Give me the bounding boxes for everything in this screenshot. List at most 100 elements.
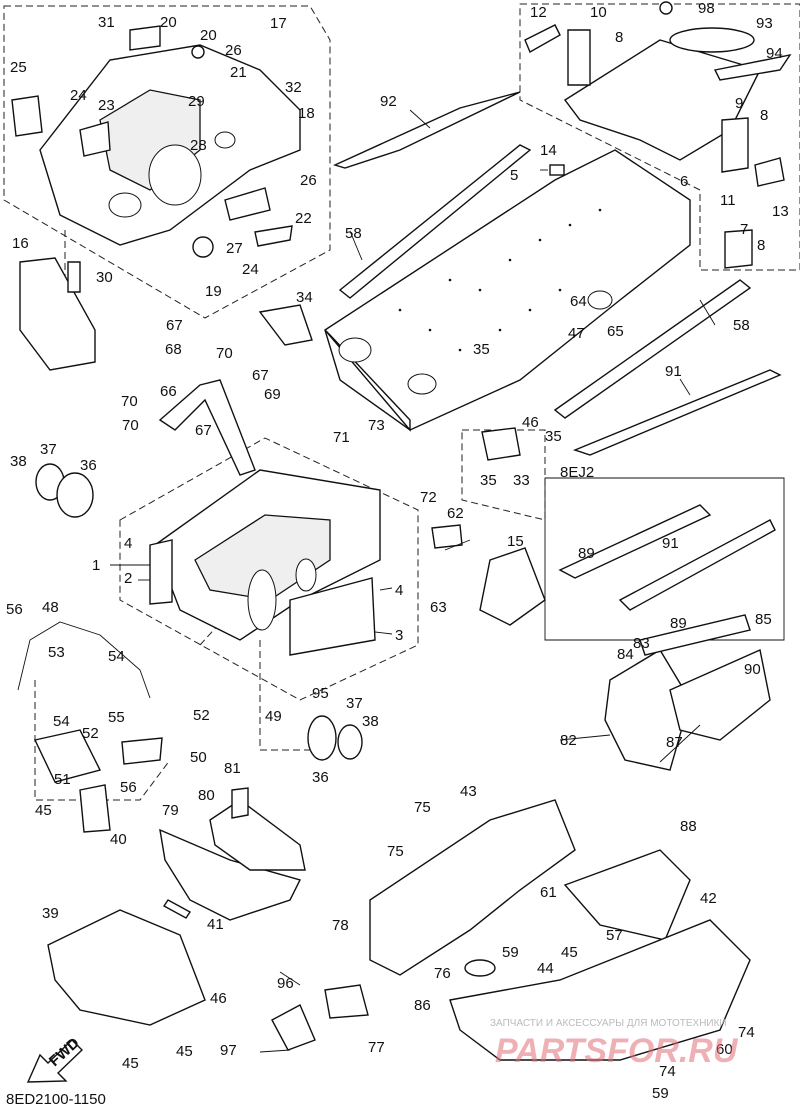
callout-number: 68 xyxy=(165,341,182,358)
callout-number: 78 xyxy=(332,917,349,934)
callout-number: 83 xyxy=(633,635,650,652)
callout-number: 70 xyxy=(121,393,138,410)
callout-number: 54 xyxy=(53,713,70,730)
callout-number: 48 xyxy=(42,599,59,616)
callout-number: 29 xyxy=(188,93,205,110)
callout-number: 17 xyxy=(270,15,287,32)
callout-number: 26 xyxy=(225,42,242,59)
group-box-center-frame xyxy=(119,437,419,701)
washer-19 xyxy=(192,236,214,258)
callout-number: 7 xyxy=(740,221,748,238)
callout-number: 75 xyxy=(414,799,431,816)
callout-number: 45 xyxy=(561,944,578,961)
callout-number: 49 xyxy=(265,708,282,725)
callout-number: 64 xyxy=(570,293,587,310)
callout-number: 71 xyxy=(333,429,350,446)
callout-number: 35 xyxy=(545,428,562,445)
callout-number: 81 xyxy=(224,760,241,777)
plate-2 xyxy=(149,539,173,605)
plate-81 xyxy=(231,787,249,819)
callout-number: 25 xyxy=(10,59,27,76)
callout-number: 14 xyxy=(540,142,557,159)
plate-22 xyxy=(254,225,293,247)
belly-pan-43 xyxy=(369,799,576,976)
watermark-caption: ЗАПЧАСТИ И АКСЕССУАРЫ ДЛЯ МОТОТЕХНИКИ xyxy=(490,1018,727,1029)
callout-number: 67 xyxy=(195,422,212,439)
callout-number: 38 xyxy=(362,713,379,730)
callout-number: 50 xyxy=(190,749,207,766)
callout-number: 93 xyxy=(756,15,773,32)
beam-3 xyxy=(289,577,376,656)
inset-decal-92 xyxy=(558,504,712,579)
callout-number: 44 xyxy=(537,960,554,977)
step-51 xyxy=(33,729,102,783)
spring-41 xyxy=(162,899,192,919)
callout-number: 39 xyxy=(42,905,59,922)
gasket-37-lower xyxy=(337,724,363,760)
strut-66 xyxy=(158,379,256,476)
callout-number: 36 xyxy=(80,457,97,474)
plate-62 xyxy=(431,524,463,549)
callout-number: 41 xyxy=(207,916,224,933)
plate-50 xyxy=(121,737,163,765)
callout-number: 5 xyxy=(510,167,518,184)
callout-number: 53 xyxy=(48,644,65,661)
watermark-brand: PARTSFOR.RU xyxy=(495,1032,739,1070)
callout-number: 45 xyxy=(35,802,52,819)
callout-number: 42 xyxy=(700,890,717,907)
callout-number: 60 xyxy=(716,1041,733,1058)
callout-number: 59 xyxy=(652,1085,669,1102)
callout-number: 24 xyxy=(70,87,87,104)
decal-93 xyxy=(669,27,755,53)
callout-number: 32 xyxy=(285,79,302,96)
panel-88 xyxy=(563,849,691,941)
handle-48 xyxy=(17,621,151,699)
callout-number: 84 xyxy=(617,646,634,663)
callout-number: 74 xyxy=(738,1024,755,1041)
callout-number: 47 xyxy=(568,325,585,342)
callout-number: 3 xyxy=(395,627,403,644)
callout-number: 13 xyxy=(772,203,789,220)
bracket-12 xyxy=(524,24,561,53)
center-frame-assembly xyxy=(149,469,381,656)
bracket-7 xyxy=(724,229,753,269)
callout-number: 8 xyxy=(760,107,768,124)
callout-number: 34 xyxy=(296,289,313,306)
callout-number: 79 xyxy=(162,802,179,819)
bracket-11 xyxy=(754,157,785,187)
bracket-16 xyxy=(19,257,96,371)
callout-number: 92 xyxy=(380,93,397,110)
callout-number: 46 xyxy=(210,990,227,1007)
diagram-code: 8ED2100-1150 xyxy=(6,1091,106,1108)
callout-number: 23 xyxy=(98,97,115,114)
callout-number: 15 xyxy=(507,533,524,550)
callout-number: 43 xyxy=(460,783,477,800)
nut-20 xyxy=(191,45,205,59)
callout-number: 22 xyxy=(295,210,312,227)
callout-number: 67 xyxy=(252,367,269,384)
group-box-center-lower xyxy=(259,640,330,751)
bracket-10 xyxy=(567,29,591,86)
group-box-tunnel-top xyxy=(519,3,800,271)
callout-number: 45 xyxy=(176,1043,193,1060)
inset-decal-91 xyxy=(618,519,776,611)
callout-number: 20 xyxy=(160,14,177,31)
callout-number: 62 xyxy=(447,505,464,522)
callout-number: 54 xyxy=(108,648,125,665)
callout-number: 55 xyxy=(108,709,125,726)
callout-number: 56 xyxy=(6,601,23,618)
boot-36-upper xyxy=(56,472,94,518)
decal-92 xyxy=(333,91,521,169)
callout-number: 27 xyxy=(226,240,243,257)
callout-number: 77 xyxy=(368,1039,385,1056)
callout-number: 61 xyxy=(540,884,557,901)
callout-number: 66 xyxy=(160,383,177,400)
callout-number: 46 xyxy=(522,414,539,431)
callout-number: 35 xyxy=(473,341,490,358)
tunnel-assembly xyxy=(324,149,691,432)
callout-number: 20 xyxy=(200,27,217,44)
callout-number: 87 xyxy=(666,734,683,751)
callout-number: 33 xyxy=(513,472,530,489)
